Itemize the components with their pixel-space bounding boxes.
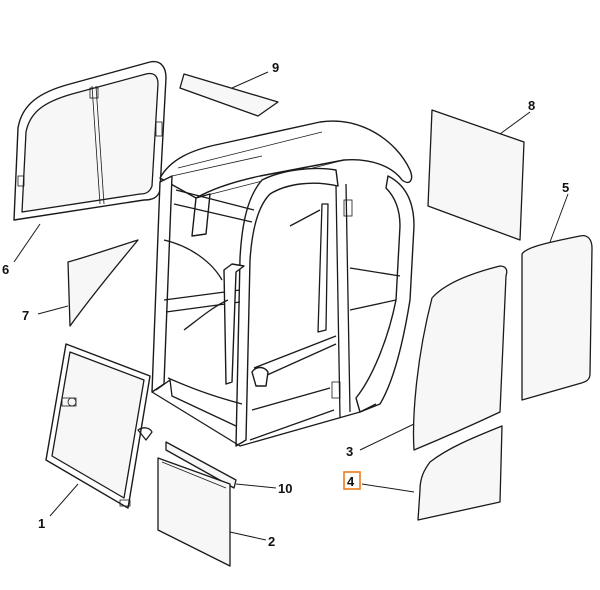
- part-9-roof-window[interactable]: [179, 73, 279, 117]
- part-7-lower-front-glass[interactable]: [67, 239, 139, 327]
- callout-7: 7: [22, 308, 29, 323]
- callout-2: 2: [268, 534, 275, 549]
- callout-labels: 1 2 3 4 5 6 7 8 9 10: [2, 60, 569, 549]
- leader-7: [37, 305, 69, 315]
- callout-6: 6: [2, 262, 9, 277]
- leader-1: [49, 483, 79, 517]
- callout-1: 1: [38, 516, 45, 531]
- part-2-lower-door-glass[interactable]: [157, 457, 231, 567]
- callout-9: 9: [272, 60, 279, 75]
- leader-5: [549, 193, 569, 243]
- leader-3: [359, 423, 415, 451]
- part-10-strip[interactable]: [165, 441, 237, 489]
- callout-8: 8: [528, 98, 535, 113]
- callout-4: 4: [347, 474, 355, 489]
- part-3-side-door-glass[interactable]: [412, 265, 508, 451]
- part-8-rear-upper-glass[interactable]: [427, 109, 525, 241]
- leader-lines: [13, 71, 569, 541]
- part-1-door-panel[interactable]: [45, 343, 153, 509]
- leader-9: [231, 71, 269, 89]
- callout-10: 10: [278, 481, 292, 496]
- part-6-front-window[interactable]: [13, 60, 167, 221]
- part-4-side-lower-glass[interactable]: [417, 425, 503, 521]
- part-5-side-rear-glass[interactable]: [521, 234, 593, 401]
- leader-6: [13, 223, 41, 263]
- leader-10: [235, 483, 277, 489]
- leader-2: [229, 531, 267, 541]
- callout-5: 5: [562, 180, 569, 195]
- leader-8: [499, 111, 531, 135]
- leader-4: [361, 483, 415, 493]
- cab-frame: [151, 120, 415, 447]
- callout-4-highlight-box: [343, 471, 361, 490]
- callout-3: 3: [346, 444, 353, 459]
